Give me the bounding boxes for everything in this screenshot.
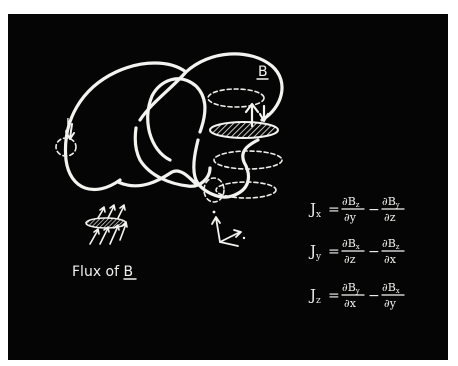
svg-text:∂y: ∂y <box>344 211 357 224</box>
svg-text:−: − <box>368 244 380 260</box>
b-field-loop-middle <box>214 151 282 169</box>
current-loop-middle-right <box>194 140 232 197</box>
b-field-loop-top <box>208 89 264 107</box>
current-loop-right-lobe <box>186 54 282 120</box>
svg-text:∂Bx: ∂Bx <box>382 281 400 295</box>
svg-text:∂By: ∂By <box>382 195 400 209</box>
svg-text:Jx: Jx <box>308 200 321 220</box>
svg-text:∂x: ∂x <box>344 297 357 310</box>
svg-text:Jy: Jy <box>308 242 322 262</box>
svg-text:∂Bx: ∂Bx <box>342 237 360 251</box>
equation-3: Jz = ∂By ∂x − ∂Bx ∂y <box>308 281 404 310</box>
svg-text:∂Bz: ∂Bz <box>382 237 400 251</box>
b-field-label: B <box>258 64 268 80</box>
svg-text:∂z: ∂z <box>384 211 396 224</box>
current-label: J <box>65 117 70 132</box>
current-loop-inner-left <box>135 128 210 186</box>
axes-icon <box>212 211 245 246</box>
svg-text:=: = <box>328 202 340 218</box>
current-loop-bottom <box>118 171 196 186</box>
svg-text:Jz: Jz <box>308 286 321 306</box>
svg-text:∂y: ∂y <box>384 297 397 310</box>
blackboard: B J Flux of B Jx = ∂Bz ∂y − ∂By ∂z Jy = … <box>8 14 448 360</box>
equation-2: Jy = ∂Bx ∂z − ∂Bz ∂x <box>308 237 404 266</box>
svg-text:−: − <box>368 288 380 304</box>
svg-text:∂z: ∂z <box>344 253 356 266</box>
svg-text:=: = <box>328 288 340 304</box>
svg-text:=: = <box>328 244 340 260</box>
svg-text:∂Bz: ∂Bz <box>342 195 360 209</box>
svg-text:∂By: ∂By <box>342 281 360 295</box>
hatched-surface <box>210 122 278 138</box>
svg-text:∂x: ∂x <box>384 253 397 266</box>
flux-patch <box>86 218 126 228</box>
equation-1: Jx = ∂Bz ∂y − ∂By ∂z <box>308 195 404 224</box>
svg-text:−: − <box>368 202 380 218</box>
flux-caption: Flux of B <box>72 264 133 280</box>
